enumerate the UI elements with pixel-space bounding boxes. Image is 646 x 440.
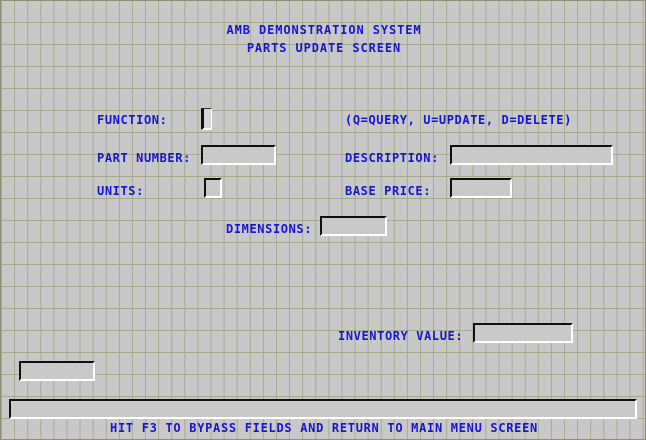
units-label: UNITS:	[97, 184, 144, 198]
inventory-value-label: INVENTORY VALUE:	[338, 329, 464, 343]
inventory-value-input[interactable]	[473, 323, 573, 343]
part-number-input[interactable]	[201, 145, 276, 165]
dimensions-label: DIMENSIONS:	[226, 222, 313, 236]
function-label: FUNCTION:	[97, 113, 168, 127]
part-number-label: PART NUMBER:	[97, 151, 191, 165]
page-title-line1: AMB DEMONSTRATION SYSTEM	[226, 23, 422, 37]
base-price-input[interactable]	[450, 178, 512, 198]
status-text: HIT F3 TO BYPASS FIELDS AND RETURN TO MA…	[110, 421, 538, 435]
description-label: DESCRIPTION:	[345, 151, 439, 165]
description-input[interactable]	[450, 145, 613, 165]
base-price-label: BASE PRICE:	[345, 184, 432, 198]
page-title-line2: PARTS UPDATE SCREEN	[246, 41, 402, 55]
function-input[interactable]	[201, 108, 212, 130]
units-input[interactable]	[204, 178, 222, 198]
scratch-input[interactable]	[19, 361, 95, 381]
message-bar[interactable]	[9, 399, 637, 419]
dimensions-input[interactable]	[320, 216, 387, 236]
function-hint: (Q=QUERY, U=UPDATE, D=DELETE)	[345, 113, 572, 127]
